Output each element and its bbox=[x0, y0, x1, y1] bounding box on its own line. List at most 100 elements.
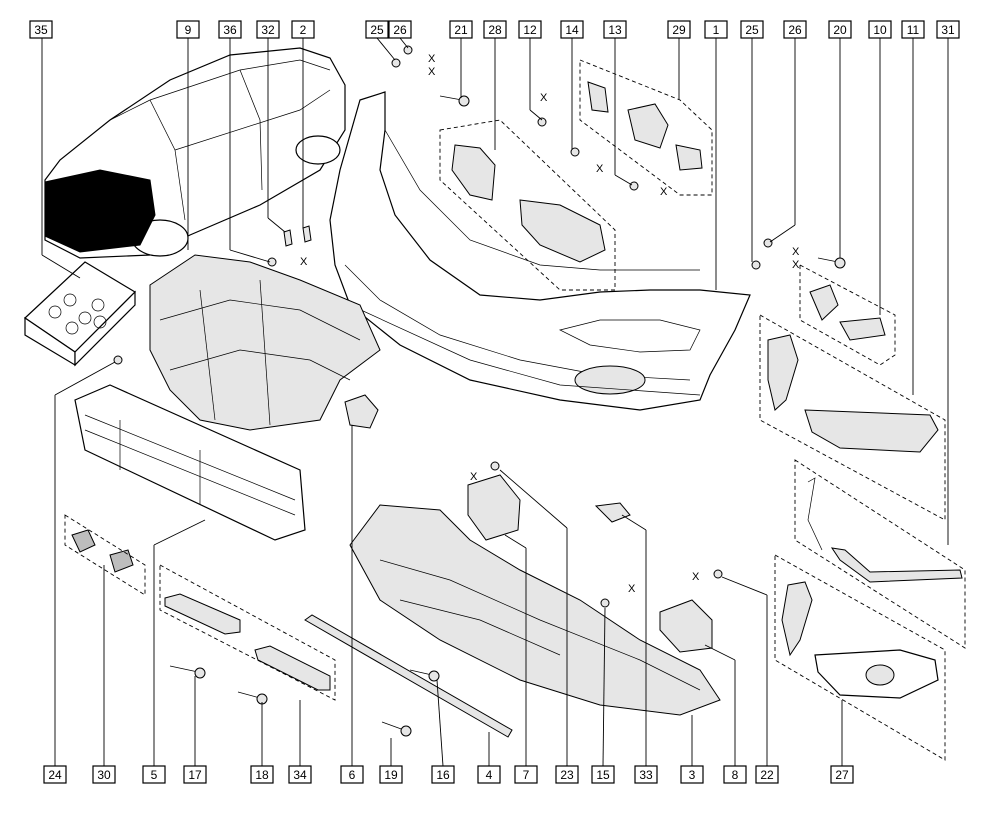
callout-number: 34 bbox=[293, 768, 307, 782]
callout: 6 bbox=[340, 765, 364, 784]
callout-number: 32 bbox=[261, 23, 275, 37]
undertray-illustration bbox=[349, 504, 721, 716]
callout-number: 19 bbox=[384, 768, 398, 782]
callout: 13 bbox=[603, 20, 627, 39]
axis-marker: X bbox=[792, 259, 800, 271]
part-6-illustration bbox=[344, 394, 379, 429]
callout: 20 bbox=[828, 20, 852, 39]
callout-number: 12 bbox=[523, 23, 537, 37]
callout: 18 bbox=[250, 765, 274, 784]
callout: 34 bbox=[288, 765, 312, 784]
callout: 30 bbox=[92, 765, 116, 784]
callout-number: 28 bbox=[488, 23, 502, 37]
trim-31-illustration bbox=[807, 477, 963, 583]
callout-number: 25 bbox=[370, 23, 384, 37]
callout-number: 29 bbox=[672, 23, 686, 37]
callout: 2 bbox=[291, 20, 315, 39]
axis-marker: X bbox=[300, 256, 308, 268]
axis-marker: X bbox=[428, 53, 436, 65]
callout-number: 30 bbox=[97, 768, 111, 782]
callouts-bottom: 24 30 5 17 18 34 6 19 16 4 7 23 15 33 3 … bbox=[43, 765, 854, 784]
leader-lines-top bbox=[41, 37, 949, 545]
callout: 29 bbox=[667, 20, 691, 39]
callout-number: 16 bbox=[436, 768, 450, 782]
bracket-10-illustration bbox=[809, 284, 886, 341]
callout-number: 11 bbox=[907, 23, 920, 37]
fog-bezel-27-illustration bbox=[781, 581, 939, 699]
axis-marker: X bbox=[628, 583, 636, 595]
callout-number: 1 bbox=[713, 23, 720, 37]
screw-illustrations bbox=[113, 45, 773, 608]
callout: 1 bbox=[704, 20, 728, 39]
callout-number: 36 bbox=[223, 23, 237, 37]
vehicle-illustration bbox=[44, 47, 346, 259]
callout: 35 bbox=[29, 20, 53, 39]
callout-number: 10 bbox=[873, 23, 887, 37]
callout: 19 bbox=[379, 765, 403, 784]
part-33-illustration bbox=[594, 502, 631, 523]
callout-number: 15 bbox=[596, 768, 610, 782]
callout: 26 bbox=[388, 20, 412, 39]
bumper-cover-illustration bbox=[329, 91, 751, 411]
callout-number: 33 bbox=[639, 768, 653, 782]
callout-number: 20 bbox=[833, 23, 847, 37]
callout-number: 18 bbox=[255, 768, 269, 782]
callout: 11 bbox=[901, 20, 925, 39]
callout: 15 bbox=[591, 765, 615, 784]
bracket-7-illustration bbox=[467, 474, 521, 541]
callout: 33 bbox=[634, 765, 658, 784]
callout: 10 bbox=[868, 20, 892, 39]
callout: 24 bbox=[43, 765, 67, 784]
callout-number: 3 bbox=[689, 768, 696, 782]
strip-34-illustration bbox=[164, 593, 331, 691]
callout-number: 35 bbox=[34, 23, 48, 37]
callout-number: 5 bbox=[151, 768, 158, 782]
callout-number: 4 bbox=[486, 768, 493, 782]
callout-number: 7 bbox=[523, 768, 530, 782]
callout: 3 bbox=[680, 765, 704, 784]
strip-4-illustration bbox=[304, 614, 513, 738]
callouts-top: 35 9 36 32 2 25 26 21 28 12 14 13 29 1 2… bbox=[29, 20, 960, 39]
callout-number: 2 bbox=[300, 23, 307, 37]
callout: 8 bbox=[723, 765, 747, 784]
callout-number: 23 bbox=[560, 768, 574, 782]
bracket-28-illustration bbox=[451, 144, 606, 263]
callout-number: 24 bbox=[48, 768, 62, 782]
axis-marker: X bbox=[540, 92, 548, 104]
callout: 36 bbox=[218, 20, 242, 39]
callout: 25 bbox=[365, 20, 389, 39]
callout: 32 bbox=[256, 20, 280, 39]
callout: 4 bbox=[477, 765, 501, 784]
group-outlines bbox=[64, 59, 966, 761]
callout-number: 13 bbox=[608, 23, 622, 37]
callout: 27 bbox=[830, 765, 854, 784]
callout: 5 bbox=[142, 765, 166, 784]
callout: 12 bbox=[518, 20, 542, 39]
callout-number: 14 bbox=[565, 23, 579, 37]
energy-absorber-illustration bbox=[149, 254, 381, 431]
callout: 17 bbox=[183, 765, 207, 784]
callout: 25 bbox=[740, 20, 764, 39]
callout-number: 31 bbox=[941, 23, 955, 37]
axis-marker: X bbox=[596, 163, 604, 175]
callout: 21 bbox=[449, 20, 473, 39]
callout-number: 8 bbox=[732, 768, 739, 782]
axis-marker: X bbox=[692, 571, 700, 583]
axis-marker: X bbox=[428, 66, 436, 78]
callout: 16 bbox=[431, 765, 455, 784]
callout-number: 26 bbox=[788, 23, 802, 37]
callout-number: 22 bbox=[760, 768, 774, 782]
bracket-8-illustration bbox=[659, 599, 713, 653]
callout-number: 6 bbox=[349, 768, 356, 782]
callout: 31 bbox=[936, 20, 960, 39]
lower-grille-illustration bbox=[74, 384, 306, 541]
callout-number: 25 bbox=[745, 23, 759, 37]
callout: 28 bbox=[483, 20, 507, 39]
callout: 9 bbox=[176, 20, 200, 39]
bracket-29-illustration bbox=[587, 81, 703, 171]
fastener-illustrations bbox=[169, 95, 846, 737]
callout-number: 21 bbox=[454, 23, 468, 37]
axis-marker: X bbox=[792, 246, 800, 258]
callout: 23 bbox=[555, 765, 579, 784]
